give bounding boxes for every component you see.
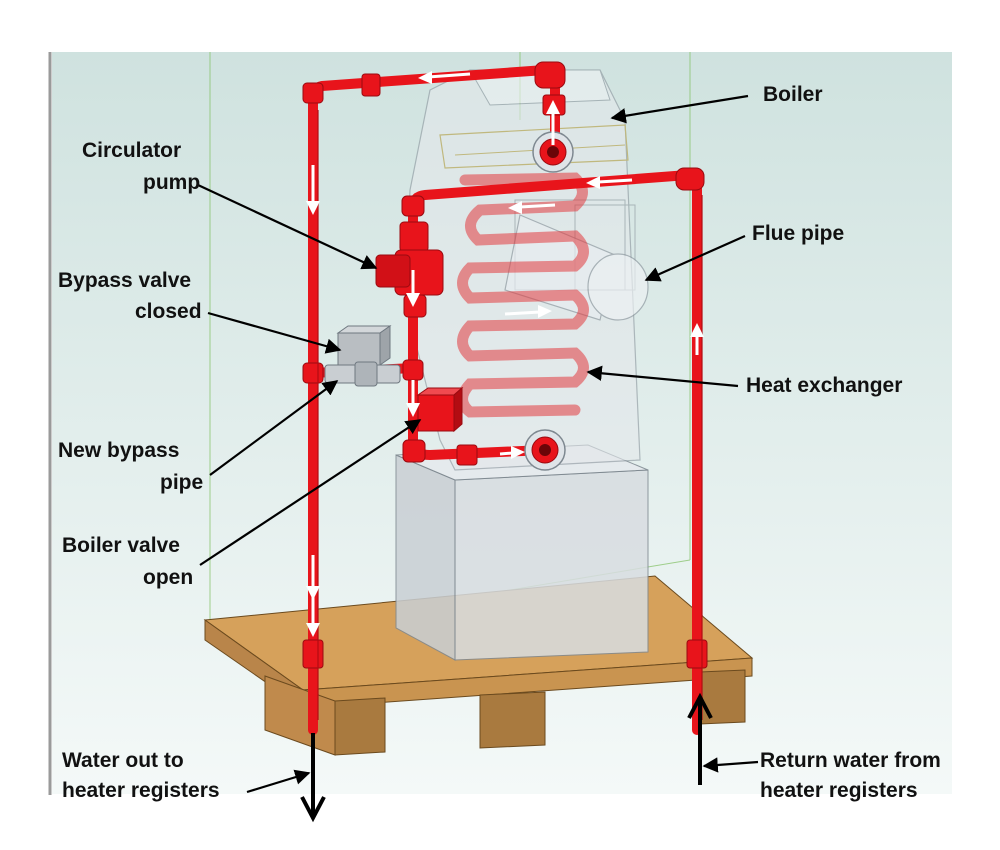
boiler-valve [416, 386, 464, 433]
label-circulator-pump-line1: Circulator [82, 139, 181, 162]
callout-boiler [610, 94, 749, 124]
label-new-bypass-line1: New bypass [58, 439, 179, 462]
flow-arrows [306, 71, 704, 637]
label-boiler-valve-line1: Boiler valve [62, 534, 180, 557]
callout-bypass-valve [207, 311, 342, 354]
circulator-pump [375, 221, 444, 318]
label-return-line1: Return water from [760, 749, 941, 772]
callout-return [702, 757, 759, 773]
boiler-base-box [395, 444, 649, 661]
labels: Boiler Circulator pump Flue pipe Bypass … [58, 83, 941, 802]
label-boiler: Boiler [763, 83, 823, 106]
label-flue-pipe: Flue pipe [752, 222, 844, 245]
label-water-out-line1: Water out to [62, 749, 184, 772]
bypass-valve [324, 325, 401, 387]
pipe-shading [317, 110, 703, 720]
callout-water-out [246, 769, 311, 794]
callout-flue [644, 234, 746, 282]
callout-heat-exchanger [586, 365, 739, 388]
callout-lines [197, 94, 759, 794]
label-heat-exchanger: Heat exchanger [746, 374, 902, 397]
label-water-out-line2: heater registers [62, 779, 220, 802]
heat-exchanger-coil [457, 172, 589, 418]
label-new-bypass-line2: pipe [160, 471, 203, 494]
callout-boiler-valve [199, 419, 422, 566]
label-circulator-pump-line2: pump [143, 171, 200, 194]
label-boiler-valve-line2: open [143, 566, 193, 589]
callout-new-bypass [209, 380, 339, 476]
label-bypass-valve-line2: closed [135, 300, 202, 323]
external-flow-arrows [300, 692, 713, 823]
label-bypass-valve-line1: Bypass valve [58, 269, 191, 292]
label-return-line2: heater registers [760, 779, 918, 802]
callout-circulator [197, 184, 378, 270]
